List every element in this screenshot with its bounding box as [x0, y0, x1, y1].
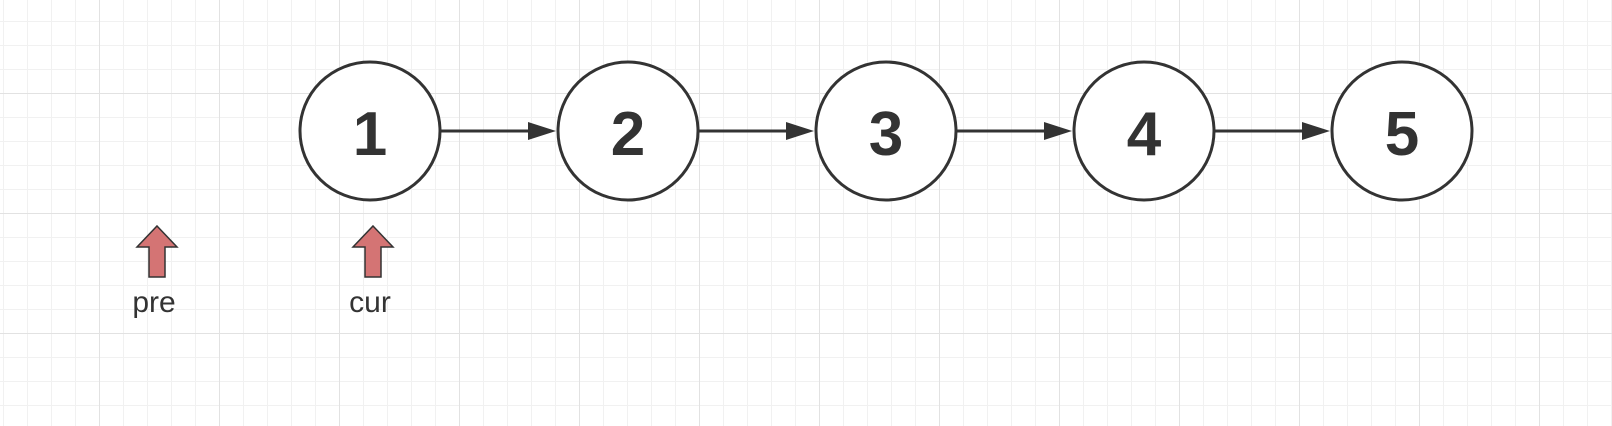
pointer-cur: cur — [349, 224, 395, 319]
node-3-value: 3 — [869, 100, 903, 169]
node-3: 3 — [814, 60, 958, 202]
up-arrow-icon — [135, 224, 179, 278]
node-2: 2 — [556, 60, 700, 202]
edge-2-3 — [698, 122, 814, 140]
node-4-value: 4 — [1127, 100, 1162, 169]
edge-1-2 — [440, 122, 556, 140]
up-arrow-icon — [351, 224, 395, 278]
node-5: 5 — [1330, 60, 1474, 202]
edge-4-5 — [1214, 122, 1330, 140]
edge-3-4 — [956, 122, 1072, 140]
pointer-pre: pre — [132, 224, 179, 319]
pointer-cur-label: cur — [349, 286, 391, 319]
node-5-value: 5 — [1385, 100, 1419, 169]
pointer-pre-label: pre — [132, 286, 175, 319]
node-2-value: 2 — [611, 100, 645, 169]
node-4: 4 — [1072, 60, 1216, 202]
node-1-value: 1 — [353, 100, 387, 169]
node-1: 1 — [298, 60, 442, 202]
